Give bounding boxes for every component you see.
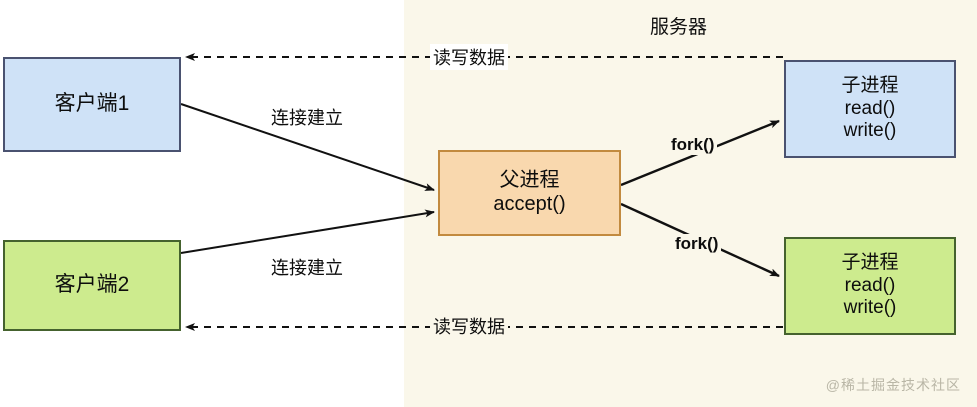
edge-label-connect-1: 连接建立 <box>268 104 346 130</box>
edge-label-fork-1: fork() <box>668 135 718 155</box>
node-parent-process-title: 父进程 <box>499 169 560 192</box>
node-child-process-1[interactable]: 子进程 read() write() <box>784 60 956 158</box>
node-child-process-2-title: 子进程 <box>841 252 899 274</box>
edge-connect-1 <box>180 103 435 191</box>
edge-label-read-write-top: 读写数据 <box>430 44 508 70</box>
node-client-1-label: 客户端1 <box>54 92 130 116</box>
edge-label-fork-2: fork() <box>672 234 722 254</box>
edge-connect-2 <box>180 209 435 254</box>
watermark: @稀土掘金技术社区 <box>825 377 961 393</box>
edge-label-read-write-bottom: 读写数据 <box>430 313 508 339</box>
node-client-2[interactable]: 客户端2 <box>3 240 181 331</box>
edge-label-connect-2: 连接建立 <box>268 254 346 280</box>
node-parent-process[interactable]: 父进程 accept() <box>438 150 621 236</box>
node-client-2-label: 客户端2 <box>54 273 130 297</box>
node-child-process-1-title: 子进程 <box>841 75 899 97</box>
node-child-process-1-write: write() <box>843 120 897 142</box>
node-child-process-2-write: write() <box>843 297 897 319</box>
node-child-process-1-read: read() <box>844 97 896 119</box>
server-panel-title: 服务器 <box>650 17 708 38</box>
node-client-1[interactable]: 客户端1 <box>3 57 181 152</box>
node-child-process-2-read: read() <box>844 274 896 296</box>
node-child-process-2[interactable]: 子进程 read() write() <box>784 237 956 335</box>
node-parent-process-accept: accept() <box>493 193 566 215</box>
